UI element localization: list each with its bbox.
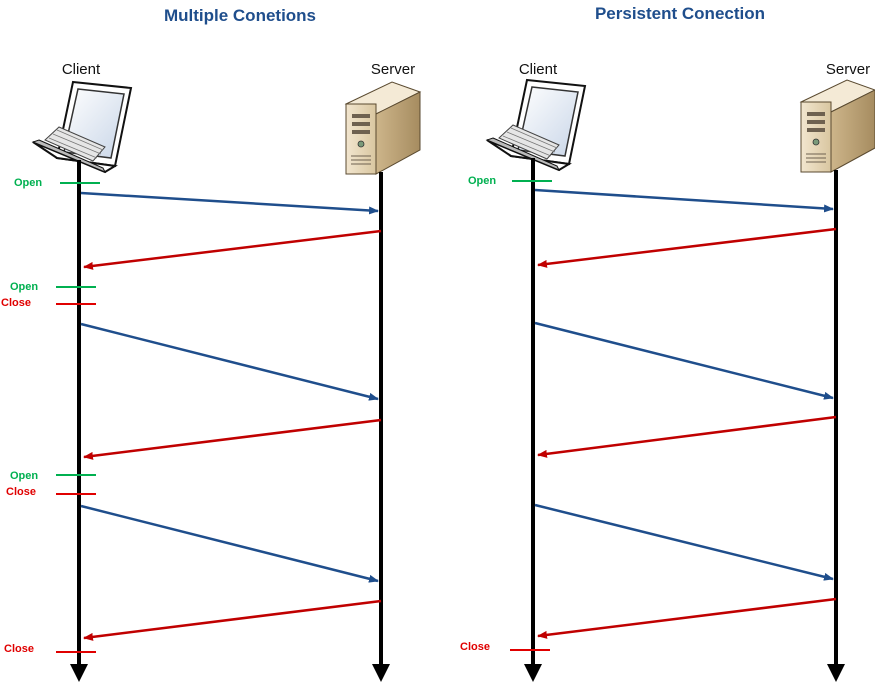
- server-tower-icon: [799, 79, 875, 173]
- request-arrow: [80, 322, 379, 401]
- laptop-icon: [485, 78, 587, 172]
- open-label: Open: [468, 175, 496, 187]
- client-label: Client: [519, 61, 558, 78]
- close-label: Close: [1, 297, 31, 309]
- response-arrow: [537, 597, 837, 639]
- client-label: Client: [62, 61, 101, 78]
- request-arrow: [534, 503, 834, 581]
- open-label: Open: [10, 281, 38, 293]
- open-label: Open: [10, 470, 38, 482]
- request-arrow: [80, 191, 379, 215]
- server-lifeline-arrowhead: [372, 664, 390, 682]
- request-arrow: [534, 188, 834, 213]
- panel-title: Multiple Conetions: [164, 6, 316, 25]
- response-arrow: [83, 418, 382, 460]
- panel-persistent-connection: Persistent Conection Client Server: [460, 4, 875, 682]
- close-label: Close: [4, 643, 34, 655]
- panel-title: Persistent Conection: [595, 4, 765, 23]
- server-label: Server: [826, 61, 870, 78]
- panel-multiple-connections: Multiple Conetions Client Server: [1, 6, 422, 682]
- response-arrow: [83, 599, 382, 641]
- close-label: Close: [460, 641, 490, 653]
- open-label: Open: [14, 177, 42, 189]
- request-arrow: [534, 321, 834, 400]
- server-tower-icon: [344, 81, 422, 175]
- response-arrow: [83, 229, 382, 270]
- client-lifeline-arrowhead: [70, 664, 88, 682]
- client-lifeline-arrowhead: [524, 664, 542, 682]
- close-label: Close: [6, 486, 36, 498]
- response-arrow: [537, 227, 837, 268]
- laptop-icon: [31, 80, 133, 174]
- response-arrow: [537, 415, 837, 458]
- request-arrow: [80, 504, 379, 583]
- server-lifeline-arrowhead: [827, 664, 845, 682]
- server-label: Server: [371, 61, 415, 78]
